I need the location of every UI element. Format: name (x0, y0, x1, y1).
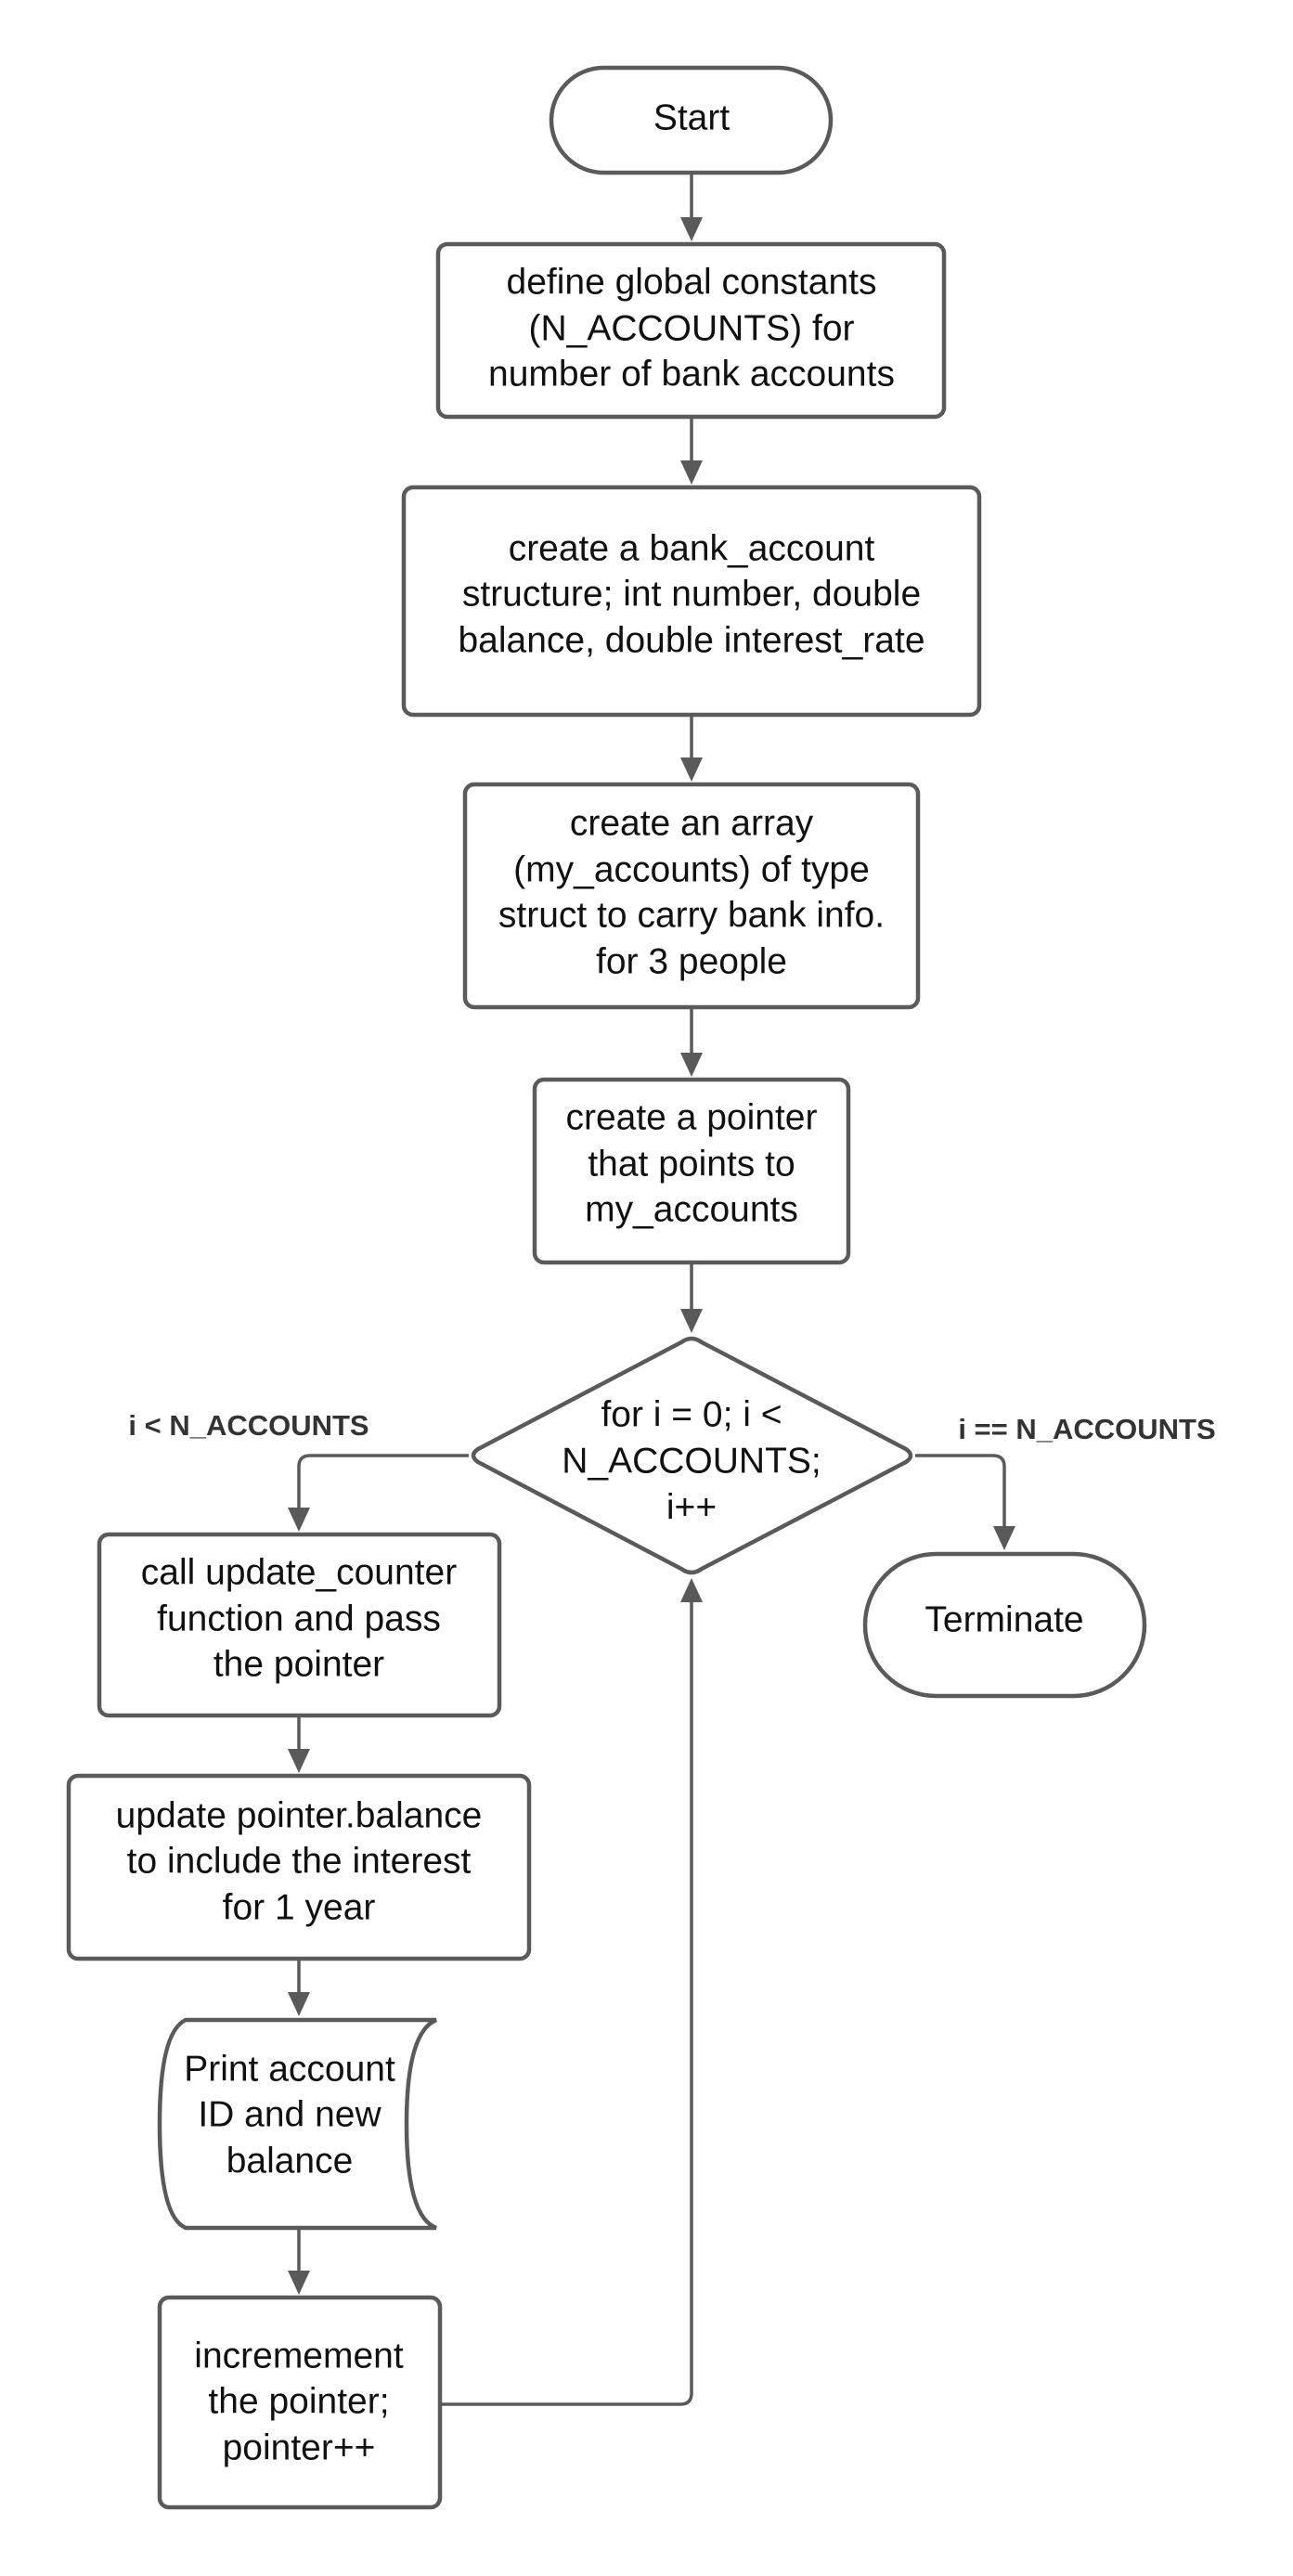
print-output-line-2: ID and new (198, 2094, 381, 2134)
create-struct-line-1: create a bank_account (509, 528, 875, 568)
arrowhead-icon (680, 1309, 703, 1333)
create-array-line-4: for 3 people (596, 941, 787, 981)
create-array-line-1: create an array (570, 803, 814, 843)
create-pointer-process: create a pointer that points to my_accou… (532, 1077, 851, 1265)
terminate-terminal: Terminate (862, 1551, 1147, 1699)
increment-pointer-line-1: incremement (194, 2336, 404, 2375)
arrowhead-icon (288, 2271, 310, 2295)
define-constants-line-1: define global constants (507, 262, 877, 302)
loop-false-label: i == N_ACCOUNTS (958, 1413, 1215, 1445)
print-output-line-1: Print account (184, 2049, 395, 2089)
print-output-stored-data: Print account ID and new balance (157, 2017, 438, 2231)
loop-decision-line-2: N_ACCOUNTS; (562, 1441, 821, 1481)
create-struct-line-2: structure; int number, double (462, 574, 921, 614)
arrowhead-icon (680, 460, 703, 485)
define-constants-line-2: (N_ACCOUNTS) for (528, 308, 854, 348)
create-pointer-line-1: create a pointer (565, 1097, 817, 1137)
create-struct-process: create a bank_account structure; int num… (401, 485, 982, 718)
loop-decision: for i = 0; i < N_ACCOUNTS; i++ (471, 1336, 913, 1575)
define-constants-line-3: number of bank accounts (488, 354, 895, 394)
update-balance-line-1: update pointer.balance (116, 1795, 483, 1835)
call-update-line-1: call update_counter (141, 1552, 457, 1592)
create-struct-line-3: balance, double interest_rate (458, 620, 924, 660)
update-balance-line-3: for 1 year (223, 1887, 376, 1927)
increment-pointer-process: incremement the pointer; pointer++ (157, 2295, 443, 2510)
create-pointer-line-2: that points to (588, 1144, 795, 1184)
create-array-line-3: struct to carry bank info. (498, 895, 885, 935)
arrowhead-icon (288, 1992, 310, 2016)
terminate-label: Terminate (924, 1599, 1083, 1639)
edge-loop-to-call (297, 1454, 469, 1511)
increment-pointer-line-2: the pointer; (208, 2381, 389, 2421)
print-output-line-3: balance (226, 2141, 354, 2181)
create-array-process: create an array (my_accounts) of type st… (462, 782, 921, 1010)
loop-true-label: i < N_ACCOUNTS (128, 1409, 369, 1442)
arrowhead-icon (288, 1749, 310, 1773)
increment-pointer-line-3: pointer++ (223, 2427, 376, 2467)
create-pointer-line-3: my_accounts (585, 1189, 798, 1229)
edge-increment-back-to-loop (440, 1599, 693, 2406)
arrowhead-icon (680, 1578, 703, 1602)
start-terminal: Start (549, 65, 834, 175)
arrowhead-icon (288, 1508, 310, 1532)
create-array-line-2: (my_accounts) of type (513, 849, 870, 889)
loop-decision-line-3: i++ (666, 1487, 717, 1527)
arrowhead-icon (680, 757, 703, 782)
update-balance-line-2: to include the interest (127, 1841, 472, 1881)
arrowhead-icon (680, 1053, 703, 1077)
loop-decision-line-1: for i = 0; i < (601, 1394, 782, 1434)
call-update-line-2: function and pass (157, 1599, 441, 1638)
start-label: Start (653, 97, 731, 137)
arrowhead-icon (993, 1526, 1015, 1550)
edge-loop-to-terminate (915, 1454, 1006, 1530)
define-constants-process: define global constants (N_ACCOUNTS) for… (435, 241, 947, 420)
call-update-line-3: the pointer (213, 1644, 384, 1684)
update-balance-process: update pointer.balance to include the in… (66, 1773, 532, 1961)
call-update-process: call update_counter function and pass th… (97, 1532, 502, 1718)
arrowhead-icon (680, 217, 703, 241)
connectors (288, 175, 1015, 2406)
